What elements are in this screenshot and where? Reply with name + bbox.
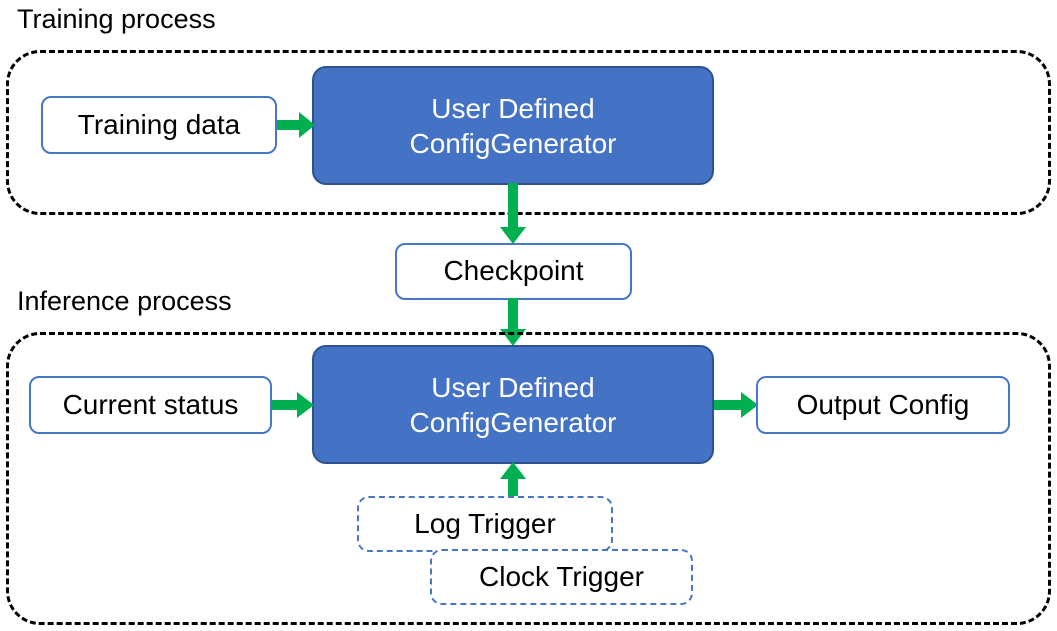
arrow-generator-to-output-config (714, 392, 758, 418)
node-current-status-label: Current status (62, 388, 239, 420)
node-inference-config-generator-label-line1: User Defined (431, 371, 595, 403)
node-clock-trigger-label: Clock Trigger (479, 561, 644, 592)
arrow-training-data-to-generator (277, 112, 315, 138)
node-training-data-label: Training data (77, 108, 241, 140)
node-checkpoint[interactable]: Checkpoint (395, 243, 632, 300)
node-output-config-label: Output Config (796, 388, 970, 420)
node-current-status[interactable]: Current status (29, 376, 272, 434)
training-process-container (6, 50, 1051, 215)
training-process-title: Training process (17, 4, 216, 34)
node-output-config[interactable]: Output Config (756, 376, 1010, 434)
node-clock-trigger[interactable]: Clock Trigger (430, 549, 693, 605)
arrow-generator-to-checkpoint (500, 183, 526, 244)
inference-process-title: Inference process (17, 286, 232, 316)
inference-process-container (6, 332, 1051, 625)
node-checkpoint-label: Checkpoint (443, 255, 584, 287)
node-inference-config-generator[interactable]: User Defined ConfigGenerator (312, 345, 714, 464)
node-training-config-generator-label-line1: User Defined (431, 92, 595, 124)
arrow-triggers-to-generator (500, 462, 526, 504)
node-training-data[interactable]: Training data (41, 96, 277, 154)
node-log-trigger-label: Log Trigger (414, 508, 556, 539)
node-inference-config-generator-label-line2: ConfigGenerator (409, 406, 617, 438)
arrow-current-status-to-generator (272, 392, 314, 418)
node-log-trigger[interactable]: Log Trigger (357, 496, 613, 552)
node-training-config-generator[interactable]: User Defined ConfigGenerator (312, 66, 714, 185)
node-training-config-generator-label-line2: ConfigGenerator (409, 127, 617, 159)
